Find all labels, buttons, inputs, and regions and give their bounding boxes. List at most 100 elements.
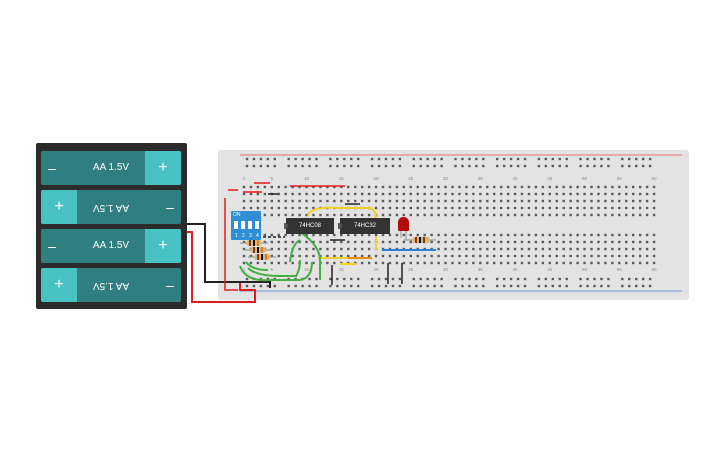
terminal-hole[interactable] <box>465 240 468 244</box>
terminal-hole[interactable] <box>437 254 440 258</box>
terminal-hole[interactable] <box>326 261 329 265</box>
terminal-hole[interactable] <box>444 185 447 189</box>
rail-hole[interactable] <box>593 284 596 288</box>
terminal-hole[interactable] <box>506 199 510 203</box>
terminal-hole[interactable] <box>645 199 649 203</box>
terminal-hole[interactable] <box>298 233 301 237</box>
terminal-hole[interactable] <box>465 233 468 237</box>
terminal-hole[interactable] <box>652 247 656 251</box>
terminal-hole[interactable] <box>437 206 440 210</box>
rail-hole[interactable] <box>475 157 478 161</box>
terminal-hole[interactable] <box>555 206 558 210</box>
terminal-hole[interactable] <box>333 213 336 217</box>
terminal-hole[interactable] <box>479 261 482 265</box>
terminal-hole[interactable] <box>548 206 551 210</box>
terminal-hole[interactable] <box>562 240 565 244</box>
terminal-hole[interactable] <box>645 240 649 244</box>
terminal-hole[interactable] <box>423 206 426 210</box>
terminal-hole[interactable] <box>249 206 253 210</box>
terminal-hole[interactable] <box>486 199 489 203</box>
terminal-hole[interactable] <box>284 185 287 189</box>
rail-hole[interactable] <box>537 164 541 168</box>
terminal-hole[interactable] <box>486 254 489 258</box>
terminal-hole[interactable] <box>472 206 475 210</box>
terminal-hole[interactable] <box>597 206 600 210</box>
terminal-hole[interactable] <box>548 261 551 265</box>
terminal-hole[interactable] <box>618 206 621 210</box>
terminal-hole[interactable] <box>472 192 475 196</box>
rail-hole[interactable] <box>336 157 339 161</box>
terminal-hole[interactable] <box>583 185 586 189</box>
terminal-hole[interactable] <box>270 213 273 217</box>
rail-hole[interactable] <box>558 164 561 168</box>
dip-lever-2[interactable] <box>241 221 245 229</box>
battery-pack[interactable]: – + AA 1.5V + – AA 1.5V – + AA 1.5V + – … <box>36 143 187 309</box>
rail-hole[interactable] <box>384 277 388 281</box>
terminal-hole[interactable] <box>395 233 399 237</box>
terminal-hole[interactable] <box>590 233 593 237</box>
rail-hole[interactable] <box>245 277 249 281</box>
terminal-hole[interactable] <box>583 247 586 251</box>
terminal-hole[interactable] <box>611 199 614 203</box>
terminal-hole[interactable] <box>499 240 503 244</box>
terminal-hole[interactable] <box>611 185 614 189</box>
terminal-hole[interactable] <box>520 240 524 244</box>
rail-hole[interactable] <box>308 157 311 161</box>
terminal-hole[interactable] <box>458 261 461 265</box>
terminal-hole[interactable] <box>652 199 656 203</box>
rail-hole[interactable] <box>336 164 339 168</box>
terminal-hole[interactable] <box>493 185 496 189</box>
terminal-hole[interactable] <box>506 185 510 189</box>
terminal-hole[interactable] <box>506 192 510 196</box>
terminal-hole[interactable] <box>374 192 378 196</box>
terminal-hole[interactable] <box>583 233 586 237</box>
terminal-hole[interactable] <box>360 261 364 265</box>
terminal-hole[interactable] <box>388 213 392 217</box>
terminal-hole[interactable] <box>611 206 614 210</box>
rail-hole[interactable] <box>496 277 499 281</box>
terminal-hole[interactable] <box>333 254 336 258</box>
terminal-hole[interactable] <box>333 233 336 237</box>
rail-hole[interactable] <box>329 164 332 168</box>
terminal-hole[interactable] <box>527 233 531 237</box>
terminal-hole[interactable] <box>541 185 545 189</box>
terminal-hole[interactable] <box>520 233 524 237</box>
rail-hole[interactable] <box>308 284 311 288</box>
terminal-hole[interactable] <box>465 254 468 258</box>
rail-hole[interactable] <box>461 157 464 161</box>
terminal-hole[interactable] <box>409 192 412 196</box>
terminal-hole[interactable] <box>312 247 315 251</box>
terminal-hole[interactable] <box>291 233 294 237</box>
terminal-hole[interactable] <box>638 254 642 258</box>
rail-hole[interactable] <box>628 157 631 161</box>
terminal-hole[interactable] <box>472 199 475 203</box>
terminal-hole[interactable] <box>527 206 531 210</box>
terminal-hole[interactable] <box>249 185 253 189</box>
terminal-hole[interactable] <box>611 247 614 251</box>
rail-hole[interactable] <box>440 157 443 161</box>
terminal-hole[interactable] <box>367 185 371 189</box>
terminal-hole[interactable] <box>604 213 607 217</box>
terminal-hole[interactable] <box>395 192 399 196</box>
terminal-hole[interactable] <box>506 233 510 237</box>
rail-hole[interactable] <box>357 164 360 168</box>
terminal-hole[interactable] <box>326 233 329 237</box>
terminal-hole[interactable] <box>527 247 531 251</box>
rail-hole[interactable] <box>357 157 360 161</box>
terminal-hole[interactable] <box>242 192 246 196</box>
rail-hole[interactable] <box>287 164 290 168</box>
terminal-hole[interactable] <box>527 240 531 244</box>
terminal-hole[interactable] <box>430 213 433 217</box>
terminal-hole[interactable] <box>242 199 246 203</box>
rail-hole[interactable] <box>440 284 443 288</box>
terminal-hole[interactable] <box>534 185 538 189</box>
terminal-hole[interactable] <box>465 206 468 210</box>
terminal-hole[interactable] <box>437 199 440 203</box>
terminal-hole[interactable] <box>583 192 586 196</box>
terminal-hole[interactable] <box>430 206 433 210</box>
terminal-hole[interactable] <box>402 192 406 196</box>
terminal-hole[interactable] <box>249 192 253 196</box>
terminal-hole[interactable] <box>430 254 433 258</box>
terminal-hole[interactable] <box>388 240 392 244</box>
terminal-hole[interactable] <box>423 254 426 258</box>
